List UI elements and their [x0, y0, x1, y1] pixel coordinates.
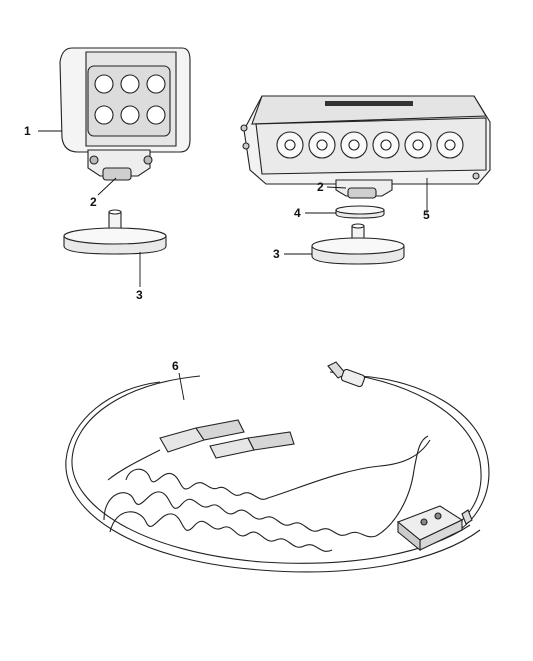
mounting-bracket-small-light[interactable] — [87, 149, 153, 181]
cable-coil — [103, 435, 431, 552]
connector-pair-middle — [107, 419, 295, 481]
callout-3-small-light: 3 — [136, 288, 143, 302]
led-lenses-small — [94, 74, 166, 125]
light-bar-brand-mark — [325, 101, 413, 106]
connector-plug-top — [327, 361, 366, 388]
connector-block — [396, 505, 473, 552]
callout-6: 6 — [172, 359, 179, 373]
led-lenses-bar — [276, 131, 464, 159]
callout-3-bar-light: 3 — [273, 247, 280, 261]
callout-2-bar-light: 2 — [317, 180, 324, 194]
mounting-bracket-bar-light[interactable] — [335, 179, 393, 199]
callout-4: 4 — [294, 206, 301, 220]
coiled-wiring-harness[interactable] — [65, 361, 490, 573]
magnetic-base-small-light[interactable] — [63, 209, 167, 255]
leader-lines — [38, 130, 428, 401]
washer[interactable] — [335, 205, 385, 219]
callout-5: 5 — [423, 208, 430, 222]
led-light-bar[interactable] — [240, 95, 491, 185]
magnetic-base-bar-light[interactable] — [311, 223, 405, 265]
callout-1: 1 — [24, 124, 31, 138]
callout-2-small-light: 2 — [90, 195, 97, 209]
square-led-light[interactable] — [59, 47, 191, 153]
